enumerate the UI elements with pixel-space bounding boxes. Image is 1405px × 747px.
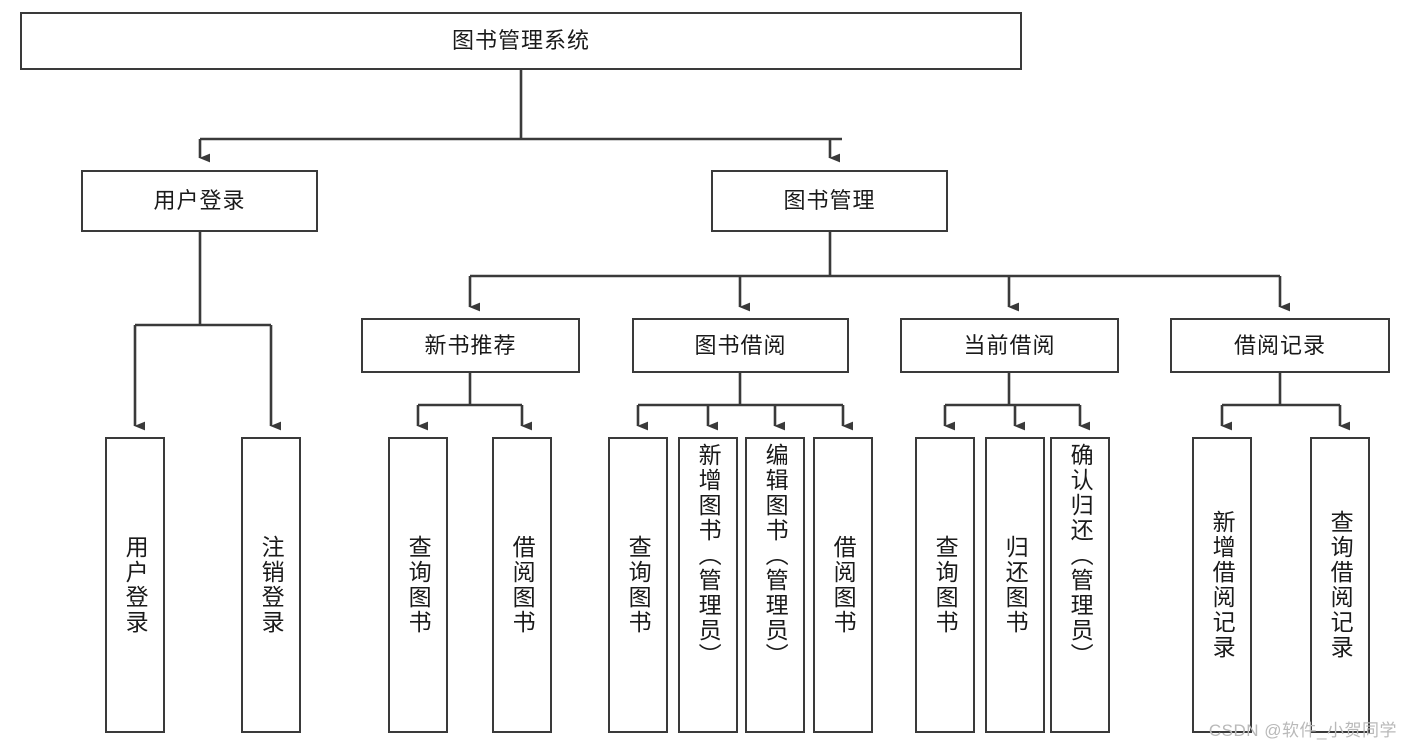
node-new-book-rec-label: 新书推荐 [424,332,517,358]
node-leaf-borrow-book-1[interactable]: 借阅图书 [492,437,552,733]
node-book-manage[interactable]: 图书管理 [711,170,948,232]
node-current-borrow-label: 当前借阅 [963,332,1056,358]
node-leaf-return-book-label: 归还图书 [1002,535,1029,635]
node-leaf-add-book[interactable]: 新增图书（管理员） [678,437,738,733]
node-leaf-query-record[interactable]: 查询借阅记录 [1310,437,1370,733]
node-leaf-add-record[interactable]: 新增借阅记录 [1192,437,1252,733]
node-user-login-label: 用户登录 [153,188,246,214]
csdn-watermark: CSDN @软件_小贺同学 [1208,721,1397,740]
node-leaf-borrow-book-1-label: 借阅图书 [509,535,536,635]
node-leaf-confirm-return-label: 确认归还（管理员） [1067,443,1094,668]
node-leaf-borrow-book-2[interactable]: 借阅图书 [813,437,873,733]
node-leaf-user-logout-label: 注销登录 [258,535,285,635]
node-leaf-query-book-3[interactable]: 查询图书 [915,437,975,733]
node-borrow-record[interactable]: 借阅记录 [1170,318,1390,373]
node-borrow-record-label: 借阅记录 [1233,332,1326,358]
node-leaf-query-book-2[interactable]: 查询图书 [608,437,668,733]
node-leaf-edit-book[interactable]: 编辑图书（管理员） [745,437,805,733]
node-root-label: 图书管理系统 [451,28,590,54]
node-leaf-user-login-label: 用户登录 [122,535,149,635]
node-root[interactable]: 图书管理系统 [20,12,1022,70]
node-leaf-add-book-label: 新增图书（管理员） [695,443,722,668]
node-book-borrow[interactable]: 图书借阅 [632,318,849,373]
node-leaf-query-book-3-label: 查询图书 [932,535,959,635]
node-leaf-query-book-2-label: 查询图书 [625,535,652,635]
node-leaf-edit-book-label: 编辑图书（管理员） [762,443,789,668]
node-current-borrow[interactable]: 当前借阅 [900,318,1119,373]
node-leaf-confirm-return[interactable]: 确认归还（管理员） [1050,437,1110,733]
node-leaf-query-book-1-label: 查询图书 [405,535,432,635]
node-leaf-borrow-book-2-label: 借阅图书 [830,535,857,635]
node-leaf-query-book-1[interactable]: 查询图书 [388,437,448,733]
node-leaf-return-book[interactable]: 归还图书 [985,437,1045,733]
node-book-manage-label: 图书管理 [783,188,876,214]
node-new-book-rec[interactable]: 新书推荐 [361,318,580,373]
node-book-borrow-label: 图书借阅 [694,332,787,358]
node-leaf-user-logout[interactable]: 注销登录 [241,437,301,733]
node-user-login[interactable]: 用户登录 [81,170,318,232]
node-leaf-query-record-label: 查询借阅记录 [1327,510,1354,660]
node-leaf-user-login[interactable]: 用户登录 [105,437,165,733]
node-leaf-add-record-label: 新增借阅记录 [1209,510,1236,660]
